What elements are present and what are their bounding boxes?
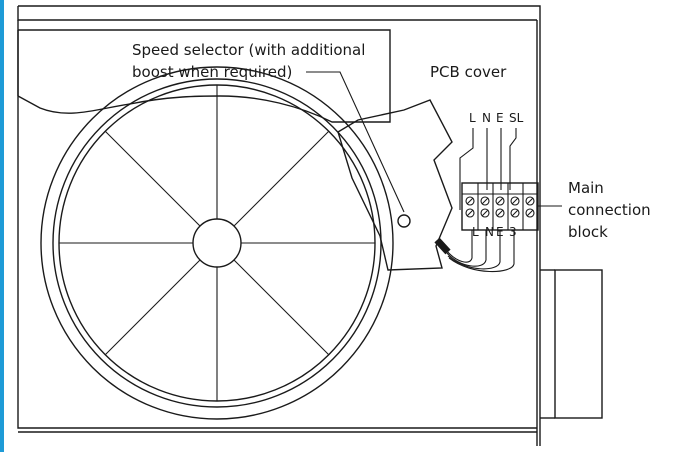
speed-selector-knob (397, 214, 411, 228)
fan-spokes (59, 85, 375, 401)
main-connection-label-line1: Main (568, 179, 604, 197)
terminal-bottom-label: E (496, 225, 504, 239)
speed-selector-label-line1: Speed selector (with additional (132, 41, 365, 59)
terminal-top-label: L (469, 111, 476, 125)
terminal-bottom-label: L (472, 225, 479, 239)
terminal-bottom-label: N (485, 225, 494, 239)
pcb-cover-label: PCB cover (430, 63, 507, 81)
terminal-top-label: SL (509, 111, 524, 125)
terminal-block (461, 182, 539, 231)
main-connection-label-line2: connection (568, 201, 651, 219)
terminal-top-label: E (496, 111, 504, 125)
fan-shroud (17, 29, 391, 123)
terminal-top-label: N (482, 111, 491, 125)
pcb-cover-plate (337, 99, 453, 271)
speed-selector-leader (306, 71, 405, 213)
internal-cable (434, 230, 515, 273)
speed-selector-label-line2: boost when required) (132, 63, 292, 81)
fan-wheel (40, 66, 394, 420)
side-connector-box (554, 269, 603, 419)
accent-bar (0, 0, 4, 452)
fan-hub (192, 218, 242, 268)
housing-outline (17, 5, 541, 446)
terminal-bottom-label: 3 (509, 225, 517, 239)
supply-wires (459, 128, 517, 210)
main-connection-label-line3: block (568, 223, 608, 241)
